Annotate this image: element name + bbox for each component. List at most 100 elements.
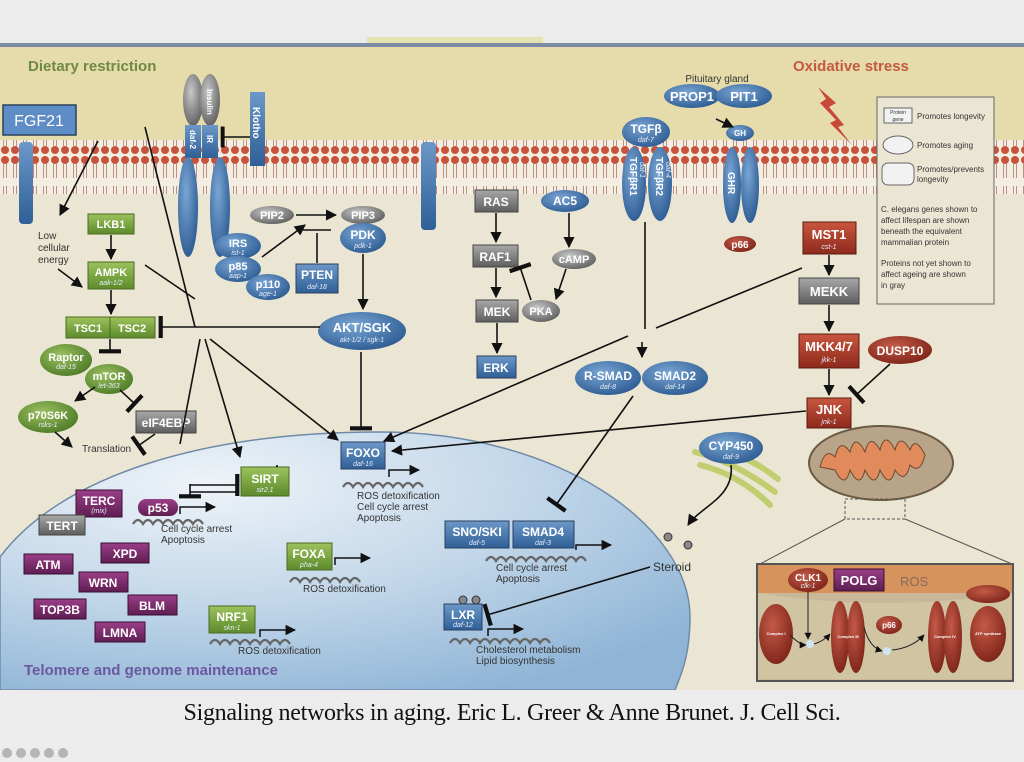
toolbar-slides-icon[interactable] [30,748,40,758]
transmembrane-protein [421,142,436,230]
svg-text:Cell cycle arrest: Cell cycle arrest [161,524,232,535]
svg-text:mammalian protein: mammalian protein [881,238,949,247]
svg-text:rsks-1: rsks-1 [38,422,57,429]
svg-text:C. elegans genes shown to: C. elegans genes shown to [881,205,978,214]
node-akt-sgk: AKT/SGK akt-1/2 / sgk-1 [318,312,406,350]
node-raptor: Raptor daf-15 [40,344,92,376]
svg-text:AKT/SGK: AKT/SGK [333,320,392,335]
translation-label: Translation [82,444,131,455]
svg-text:ERK: ERK [483,361,509,375]
svg-text:Steroid: Steroid [653,560,691,574]
svg-text:SMAD4: SMAD4 [522,525,564,539]
svg-text:R-SMAD: R-SMAD [584,369,632,383]
svg-text:daf-1: daf-1 [638,162,645,178]
svg-text:MEK: MEK [484,305,511,319]
foxo-targets: ROS detoxification Cell cycle arrest Apo… [357,491,440,524]
svg-text:Cell cycle arrest: Cell cycle arrest [357,502,428,513]
svg-text:SIRT: SIRT [251,472,279,486]
svg-text:p66: p66 [731,240,749,251]
node-gh: GH [726,125,754,141]
pituitary-gland-label: Pituitary gland [685,74,748,85]
node-pip2: PIP2 [250,206,294,224]
svg-text:daf-3: daf-3 [535,540,551,547]
node-dusp10: DUSP10 [868,336,932,364]
svg-text:CYP450: CYP450 [709,439,754,453]
svg-text:pdk-1: pdk-1 [353,243,372,250]
svg-text:GH: GH [734,129,746,138]
svg-text:Raptor: Raptor [48,352,84,364]
svg-text:daf-15: daf-15 [56,364,76,371]
extracellular-space [0,47,1024,142]
node-atm: ATM [23,553,74,575]
svg-text:daf-14: daf-14 [665,384,685,391]
svg-text:energy: energy [38,255,69,266]
node-raf1: RAF1 [472,244,519,268]
node-mek: MEK [475,299,519,323]
svg-text:MEKK: MEKK [810,284,849,299]
node-p70s6k: p70S6K rsks-1 [18,401,78,433]
svg-text:jnk-1: jnk-1 [820,419,836,426]
svg-text:ATP synthase: ATP synthase [975,631,1002,636]
node-ras: RAS [474,189,519,213]
dna-strands [132,481,587,647]
lxr-targets: Cholesterol metabolism Lipid biosynthesi… [476,645,581,667]
node-complex-i: Complex I [759,604,793,664]
svg-text:affect lifespan are shown: affect lifespan are shown [881,216,969,225]
svg-text:CLK1: CLK1 [795,573,822,584]
presentation-toolbar [2,748,68,758]
svg-text:TERC: TERC [83,494,116,508]
svg-text:akt-1/2 / sgk-1: akt-1/2 / sgk-1 [340,337,384,344]
p53-targets: Cell cycle arrest Apoptosis [161,524,232,546]
svg-text:longevity: longevity [917,175,949,184]
svg-text:Promotes/prevents: Promotes/prevents [917,165,984,174]
svg-text:PIP2: PIP2 [260,210,284,222]
mitochondrion [759,425,1013,565]
svg-text:TGFβR1: TGFβR1 [627,157,638,196]
dietary-restriction-label: Dietary restriction [28,58,156,75]
toolbar-more-icon[interactable] [58,748,68,758]
svg-text:FOXO: FOXO [346,446,380,460]
svg-text:Klotho: Klotho [250,107,261,139]
svg-text:daf-2: daf-2 [188,130,197,150]
svg-text:ATM: ATM [35,558,60,572]
toolbar-zoom-icon[interactable] [44,748,54,758]
svg-text:SNO/SKI: SNO/SKI [452,525,501,539]
legend: Protein gene Promotes longevity Promotes… [876,96,995,305]
svg-text:aak-1/2: aak-1/2 [99,280,122,287]
svg-text:cAMP: cAMP [559,254,590,266]
svg-text:daf-4: daf-4 [664,162,671,178]
svg-text:p110: p110 [256,279,280,291]
ros-label: ROS [900,574,929,589]
node-pit1: PIT1 [716,84,772,108]
svg-text:Complex IV: Complex IV [934,634,956,639]
node-p53: p53 [138,499,178,516]
svg-text:WRN: WRN [89,576,118,590]
svg-text:eIF4EBP: eIF4EBP [142,416,191,430]
svg-text:PKA: PKA [529,306,552,318]
svg-text:PIP3: PIP3 [351,210,375,222]
node-top3b: TOP3B [33,598,87,620]
cell-membrane [0,140,1024,194]
toolbar-prev-icon[interactable] [2,748,12,758]
toolbar-pen-icon[interactable] [16,748,26,758]
svg-text:TSC2: TSC2 [118,323,146,335]
svg-text:affect ageing are shown: affect ageing are shown [881,270,966,279]
svg-text:TSC1: TSC1 [74,323,102,335]
svg-text:cellular: cellular [38,243,70,254]
svg-text:DUSP10: DUSP10 [877,344,924,358]
transcription-arrows [179,464,613,637]
svg-text:p85: p85 [229,261,248,273]
svg-text:daf-9: daf-9 [723,454,739,461]
